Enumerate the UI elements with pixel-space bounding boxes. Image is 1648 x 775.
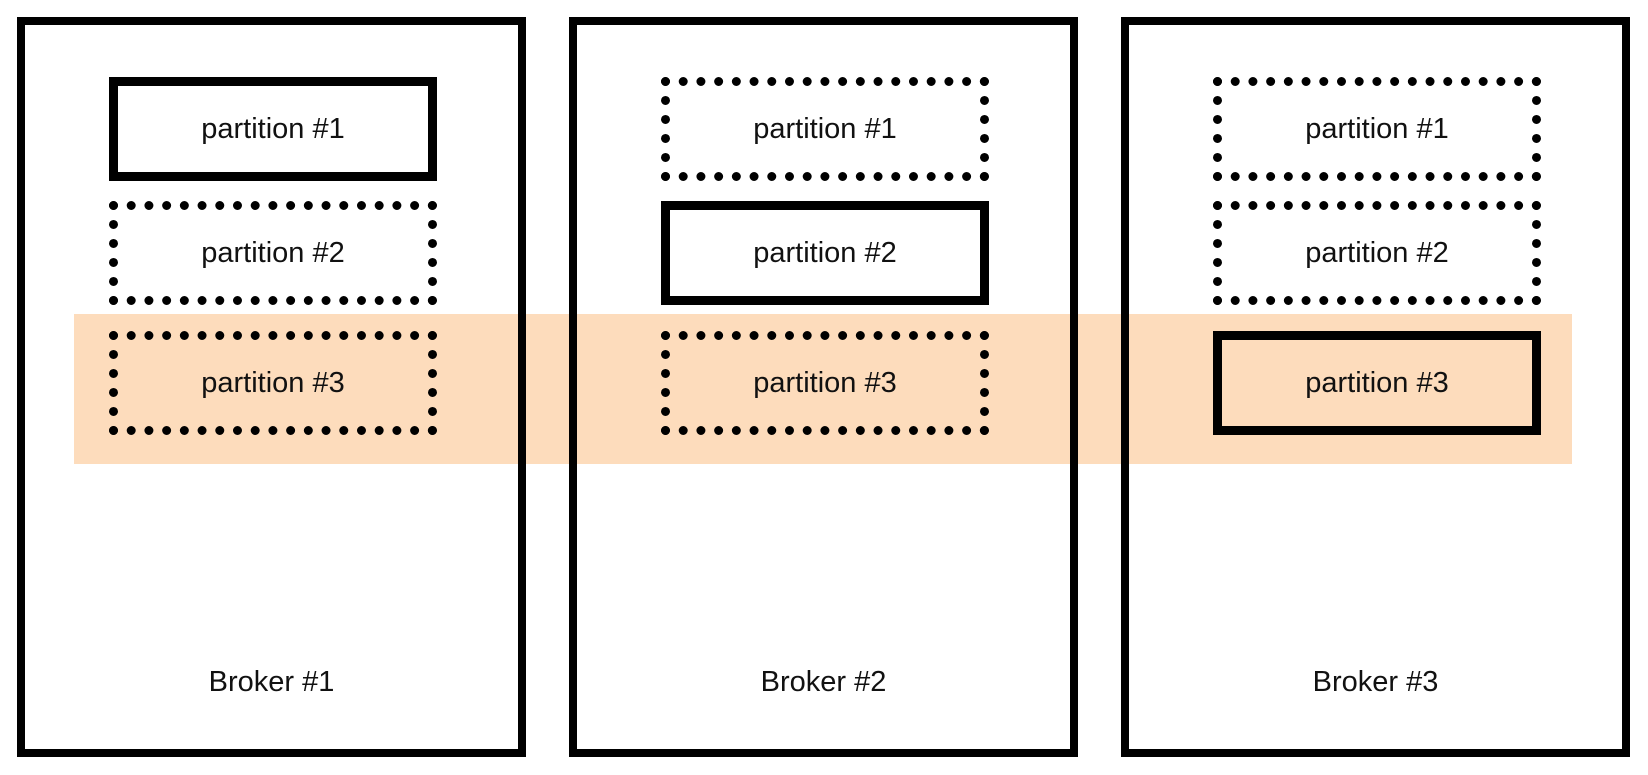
broker-1-label: Broker #1 <box>208 666 335 698</box>
broker-1-partition-1: partition #1 <box>109 77 437 181</box>
partition-label: partition #1 <box>753 112 897 145</box>
broker-3-partition-1: partition #1 <box>1213 77 1541 181</box>
partition-label: partition #3 <box>201 366 345 399</box>
broker-2-partition-1: partition #1 <box>661 77 989 181</box>
broker-3-partition-3: partition #3 <box>1213 331 1541 435</box>
partition-label: partition #3 <box>1305 366 1449 399</box>
broker-3-label: Broker #3 <box>1312 666 1439 698</box>
partition-label: partition #1 <box>1305 112 1449 145</box>
broker-1-box: partition #1 partition #2 partition #3 B… <box>17 17 526 757</box>
broker-3-partition-2: partition #2 <box>1213 201 1541 305</box>
partition-label: partition #2 <box>1305 236 1449 269</box>
broker-3-box: partition #1 partition #2 partition #3 B… <box>1121 17 1630 757</box>
broker-2-partition-2: partition #2 <box>661 201 989 305</box>
broker-1-partition-2: partition #2 <box>109 201 437 305</box>
broker-2-label: Broker #2 <box>760 666 887 698</box>
partition-label: partition #3 <box>753 366 897 399</box>
broker-2-box: partition #1 partition #2 partition #3 B… <box>569 17 1078 757</box>
broker-1-partition-3: partition #3 <box>109 331 437 435</box>
partition-label: partition #1 <box>201 112 345 145</box>
partition-label: partition #2 <box>201 236 345 269</box>
partition-label: partition #2 <box>753 236 897 269</box>
broker-2-partition-3: partition #3 <box>661 331 989 435</box>
